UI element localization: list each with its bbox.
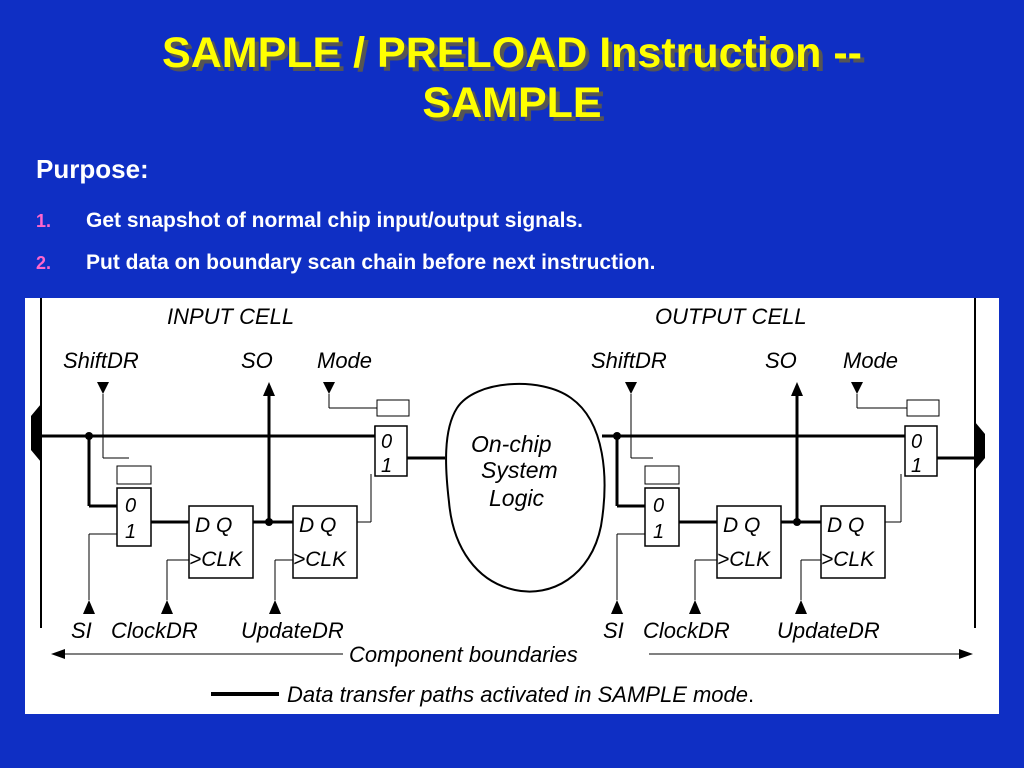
output-clockdr-label: ClockDR: [643, 618, 730, 643]
slide-title-line1: SAMPLE / PRELOAD Instruction --: [162, 29, 862, 77]
arrow-icon: [97, 382, 109, 394]
right-arrowhead-icon: [959, 649, 973, 659]
input-updatedr-label: UpdateDR: [241, 618, 344, 643]
ff-dq-label: D Q: [827, 514, 864, 537]
clockdr-arrow-icon: [161, 600, 173, 614]
slide-title: SAMPLE / PRELOAD Instruction -- SAMPLE: [0, 28, 1024, 128]
list-item: 1. Get snapshot of normal chip input/out…: [36, 200, 655, 242]
so-arrow-icon: [263, 382, 275, 396]
input-so-label: SO: [241, 348, 273, 373]
list-item: 2. Put data on boundary scan chain befor…: [36, 242, 655, 284]
legend-text: Data transfer paths activated in SAMPLE …: [287, 682, 754, 707]
output-mode-mux: [904, 425, 938, 477]
mux-label-1: 1: [125, 521, 136, 543]
clockdr-arrow-icon: [689, 600, 701, 614]
arrow-icon: [323, 382, 335, 394]
si-arrow-icon: [611, 600, 623, 614]
output-capture-ff: [716, 505, 782, 579]
ff-clk-label: >CLK: [717, 548, 771, 571]
component-boundaries-label: Component boundaries: [349, 642, 578, 667]
output-si-label: SI: [603, 618, 624, 643]
boundary-scan-diagram: INPUT CELL ShiftDR SO Mode 0 1 D Q >CLK …: [25, 298, 999, 714]
output-updatedr-label: UpdateDR: [777, 618, 880, 643]
input-mux: [116, 487, 152, 547]
updatedr-arrow-icon: [795, 600, 807, 614]
mux-label-0: 0: [653, 495, 664, 517]
list-text: Put data on boundary scan chain before n…: [86, 251, 656, 274]
mux-label-1: 1: [381, 455, 392, 477]
system-logic-blob: [445, 382, 606, 593]
diagram-svg: INPUT CELL ShiftDR SO Mode 0 1 D Q >CLK …: [31, 298, 985, 707]
so-arrow-icon: [791, 382, 803, 396]
input-mode-mux: [374, 425, 408, 477]
ff-clk-label: >CLK: [189, 548, 243, 571]
si-arrow-icon: [83, 600, 95, 614]
ff-dq-label: D Q: [723, 514, 760, 537]
arrow-icon: [625, 382, 637, 394]
updatedr-arrow-icon: [269, 600, 281, 614]
output-cell-label: OUTPUT CELL: [655, 304, 807, 329]
list-number: 1.: [36, 210, 52, 231]
output-shiftdr-label: ShiftDR: [591, 348, 667, 373]
ff-dq-label: D Q: [195, 514, 232, 537]
mux-label-1: 1: [653, 521, 664, 543]
output-mux: [644, 487, 680, 547]
input-mode-label: Mode: [317, 348, 372, 373]
input-clockdr-label: ClockDR: [111, 618, 198, 643]
input-si-label: SI: [71, 618, 92, 643]
purpose-list: 1. Get snapshot of normal chip input/out…: [36, 200, 655, 284]
mux-label-0: 0: [125, 495, 136, 517]
logic-label-line1: On-chip: [471, 431, 552, 457]
output-so-label: SO: [765, 348, 797, 373]
ff-dq-label: D Q: [299, 514, 336, 537]
right-pin-icon: [975, 422, 985, 470]
ff-clk-label: >CLK: [821, 548, 875, 571]
mux-label-0: 0: [911, 431, 922, 453]
mux-label-1: 1: [911, 455, 922, 477]
input-capture-ff: [188, 505, 254, 579]
output-update-ff: [820, 505, 886, 579]
left-pin-icon: [31, 404, 41, 462]
output-mode-label: Mode: [843, 348, 898, 373]
list-text: Get snapshot of normal chip input/output…: [86, 209, 583, 232]
logic-label-line2: System: [481, 457, 558, 483]
input-shiftdr-label: ShiftDR: [63, 348, 139, 373]
slide-title-line2: SAMPLE: [422, 79, 602, 127]
purpose-heading: Purpose:: [36, 154, 149, 184]
arrow-icon: [851, 382, 863, 394]
list-number: 2.: [36, 252, 52, 273]
mux-label-0: 0: [381, 431, 392, 453]
input-cell-label: INPUT CELL: [167, 304, 294, 329]
ff-clk-label: >CLK: [293, 548, 347, 571]
left-arrowhead-icon: [51, 649, 65, 659]
logic-label-line3: Logic: [489, 485, 544, 511]
input-update-ff: [292, 505, 358, 579]
